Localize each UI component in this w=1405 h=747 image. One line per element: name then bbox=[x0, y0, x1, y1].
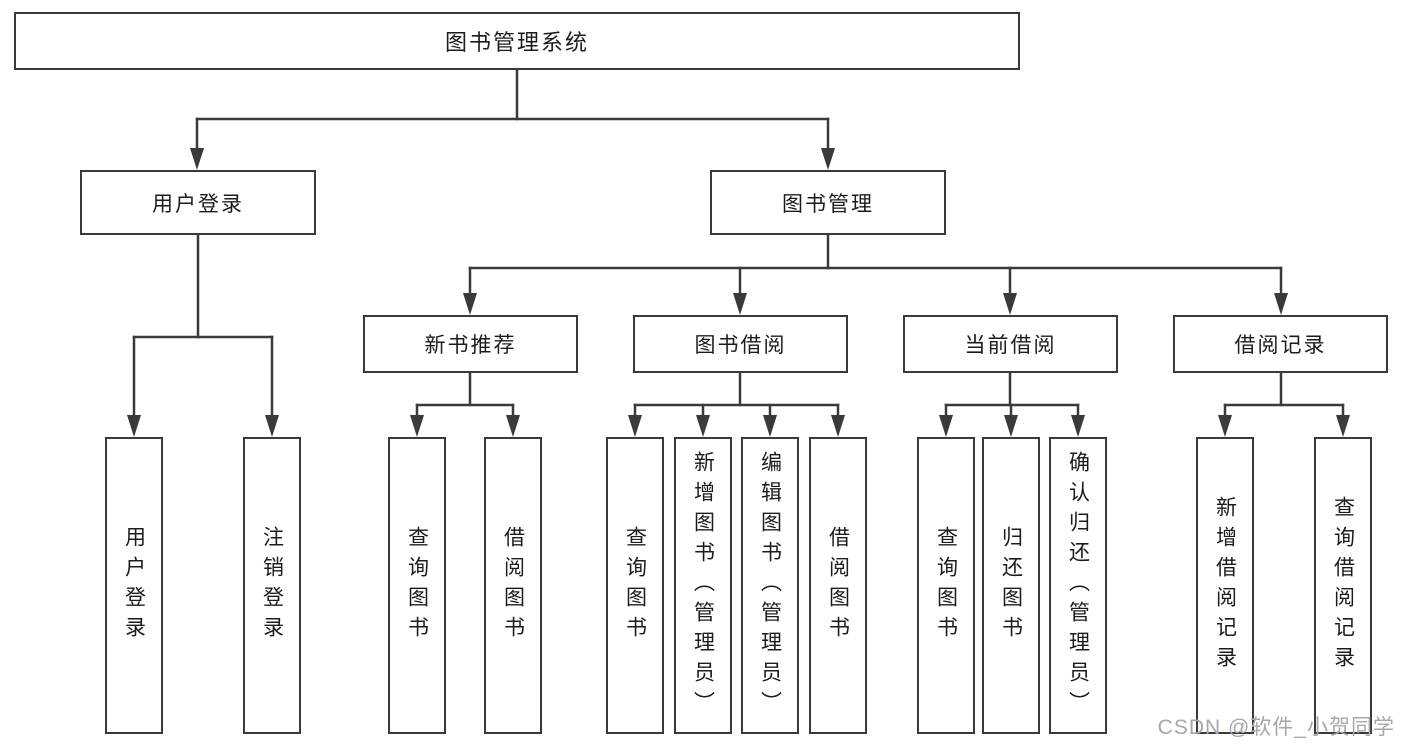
node-label: 借阅图书 bbox=[501, 525, 525, 646]
node-leaf-add-borrow-record: 新增借阅记录 bbox=[1196, 437, 1254, 734]
csdn-watermark: CSDN @软件_小贺同学 bbox=[1157, 716, 1395, 739]
node-leaf-borrow-books: 借阅图书 bbox=[809, 437, 867, 734]
node-label: 借阅图书 bbox=[826, 525, 850, 646]
node-label: 编辑图书（管理员） bbox=[758, 450, 782, 721]
node-label: 图书管理系统 bbox=[444, 30, 589, 55]
node-leaf-add-book-admin: 新增图书（管理员） bbox=[674, 437, 732, 734]
node-label: 查询图书 bbox=[623, 525, 647, 646]
node-label: 新增借阅记录 bbox=[1213, 495, 1237, 676]
node-label: 用户登录 bbox=[122, 525, 146, 646]
node-leaf-logout: 注销登录 bbox=[243, 437, 301, 734]
node-leaf-return-book: 归还图书 bbox=[982, 437, 1040, 734]
node-borrow-records: 借阅记录 bbox=[1173, 315, 1388, 373]
node-book-management: 图书管理 bbox=[710, 170, 946, 235]
node-new-book-recommend: 新书推荐 bbox=[363, 315, 578, 373]
node-leaf-edit-book-admin: 编辑图书（管理员） bbox=[741, 437, 799, 734]
node-user-login: 用户登录 bbox=[80, 170, 316, 235]
node-leaf-borrow-books-recommend: 借阅图书 bbox=[484, 437, 542, 734]
node-label: 归还图书 bbox=[999, 525, 1023, 646]
node-label: 查询图书 bbox=[405, 525, 429, 646]
node-label: 图书管理 bbox=[782, 192, 874, 216]
node-label: 注销登录 bbox=[260, 525, 284, 646]
node-leaf-query-books-borrow: 查询图书 bbox=[606, 437, 664, 734]
node-label: 新书推荐 bbox=[424, 334, 517, 357]
node-book-borrow: 图书借阅 bbox=[633, 315, 848, 373]
node-label: 确认归还（管理员） bbox=[1066, 450, 1090, 721]
node-label: 新增图书（管理员） bbox=[691, 450, 715, 721]
node-current-borrow: 当前借阅 bbox=[903, 315, 1118, 373]
node-label: 图书借阅 bbox=[694, 334, 787, 357]
node-leaf-confirm-return-admin: 确认归还（管理员） bbox=[1049, 437, 1107, 734]
node-label: 查询图书 bbox=[934, 525, 958, 646]
node-leaf-query-books-recommend: 查询图书 bbox=[388, 437, 446, 734]
node-leaf-query-borrow-record: 查询借阅记录 bbox=[1314, 437, 1372, 734]
node-label: 查询借阅记录 bbox=[1331, 495, 1355, 676]
node-root-system: 图书管理系统 bbox=[14, 12, 1020, 70]
node-label: 用户登录 bbox=[152, 192, 244, 216]
node-label: 当前借阅 bbox=[964, 334, 1057, 357]
node-label: 借阅记录 bbox=[1234, 334, 1327, 357]
node-leaf-user-login: 用户登录 bbox=[105, 437, 163, 734]
node-leaf-query-books-current: 查询图书 bbox=[917, 437, 975, 734]
